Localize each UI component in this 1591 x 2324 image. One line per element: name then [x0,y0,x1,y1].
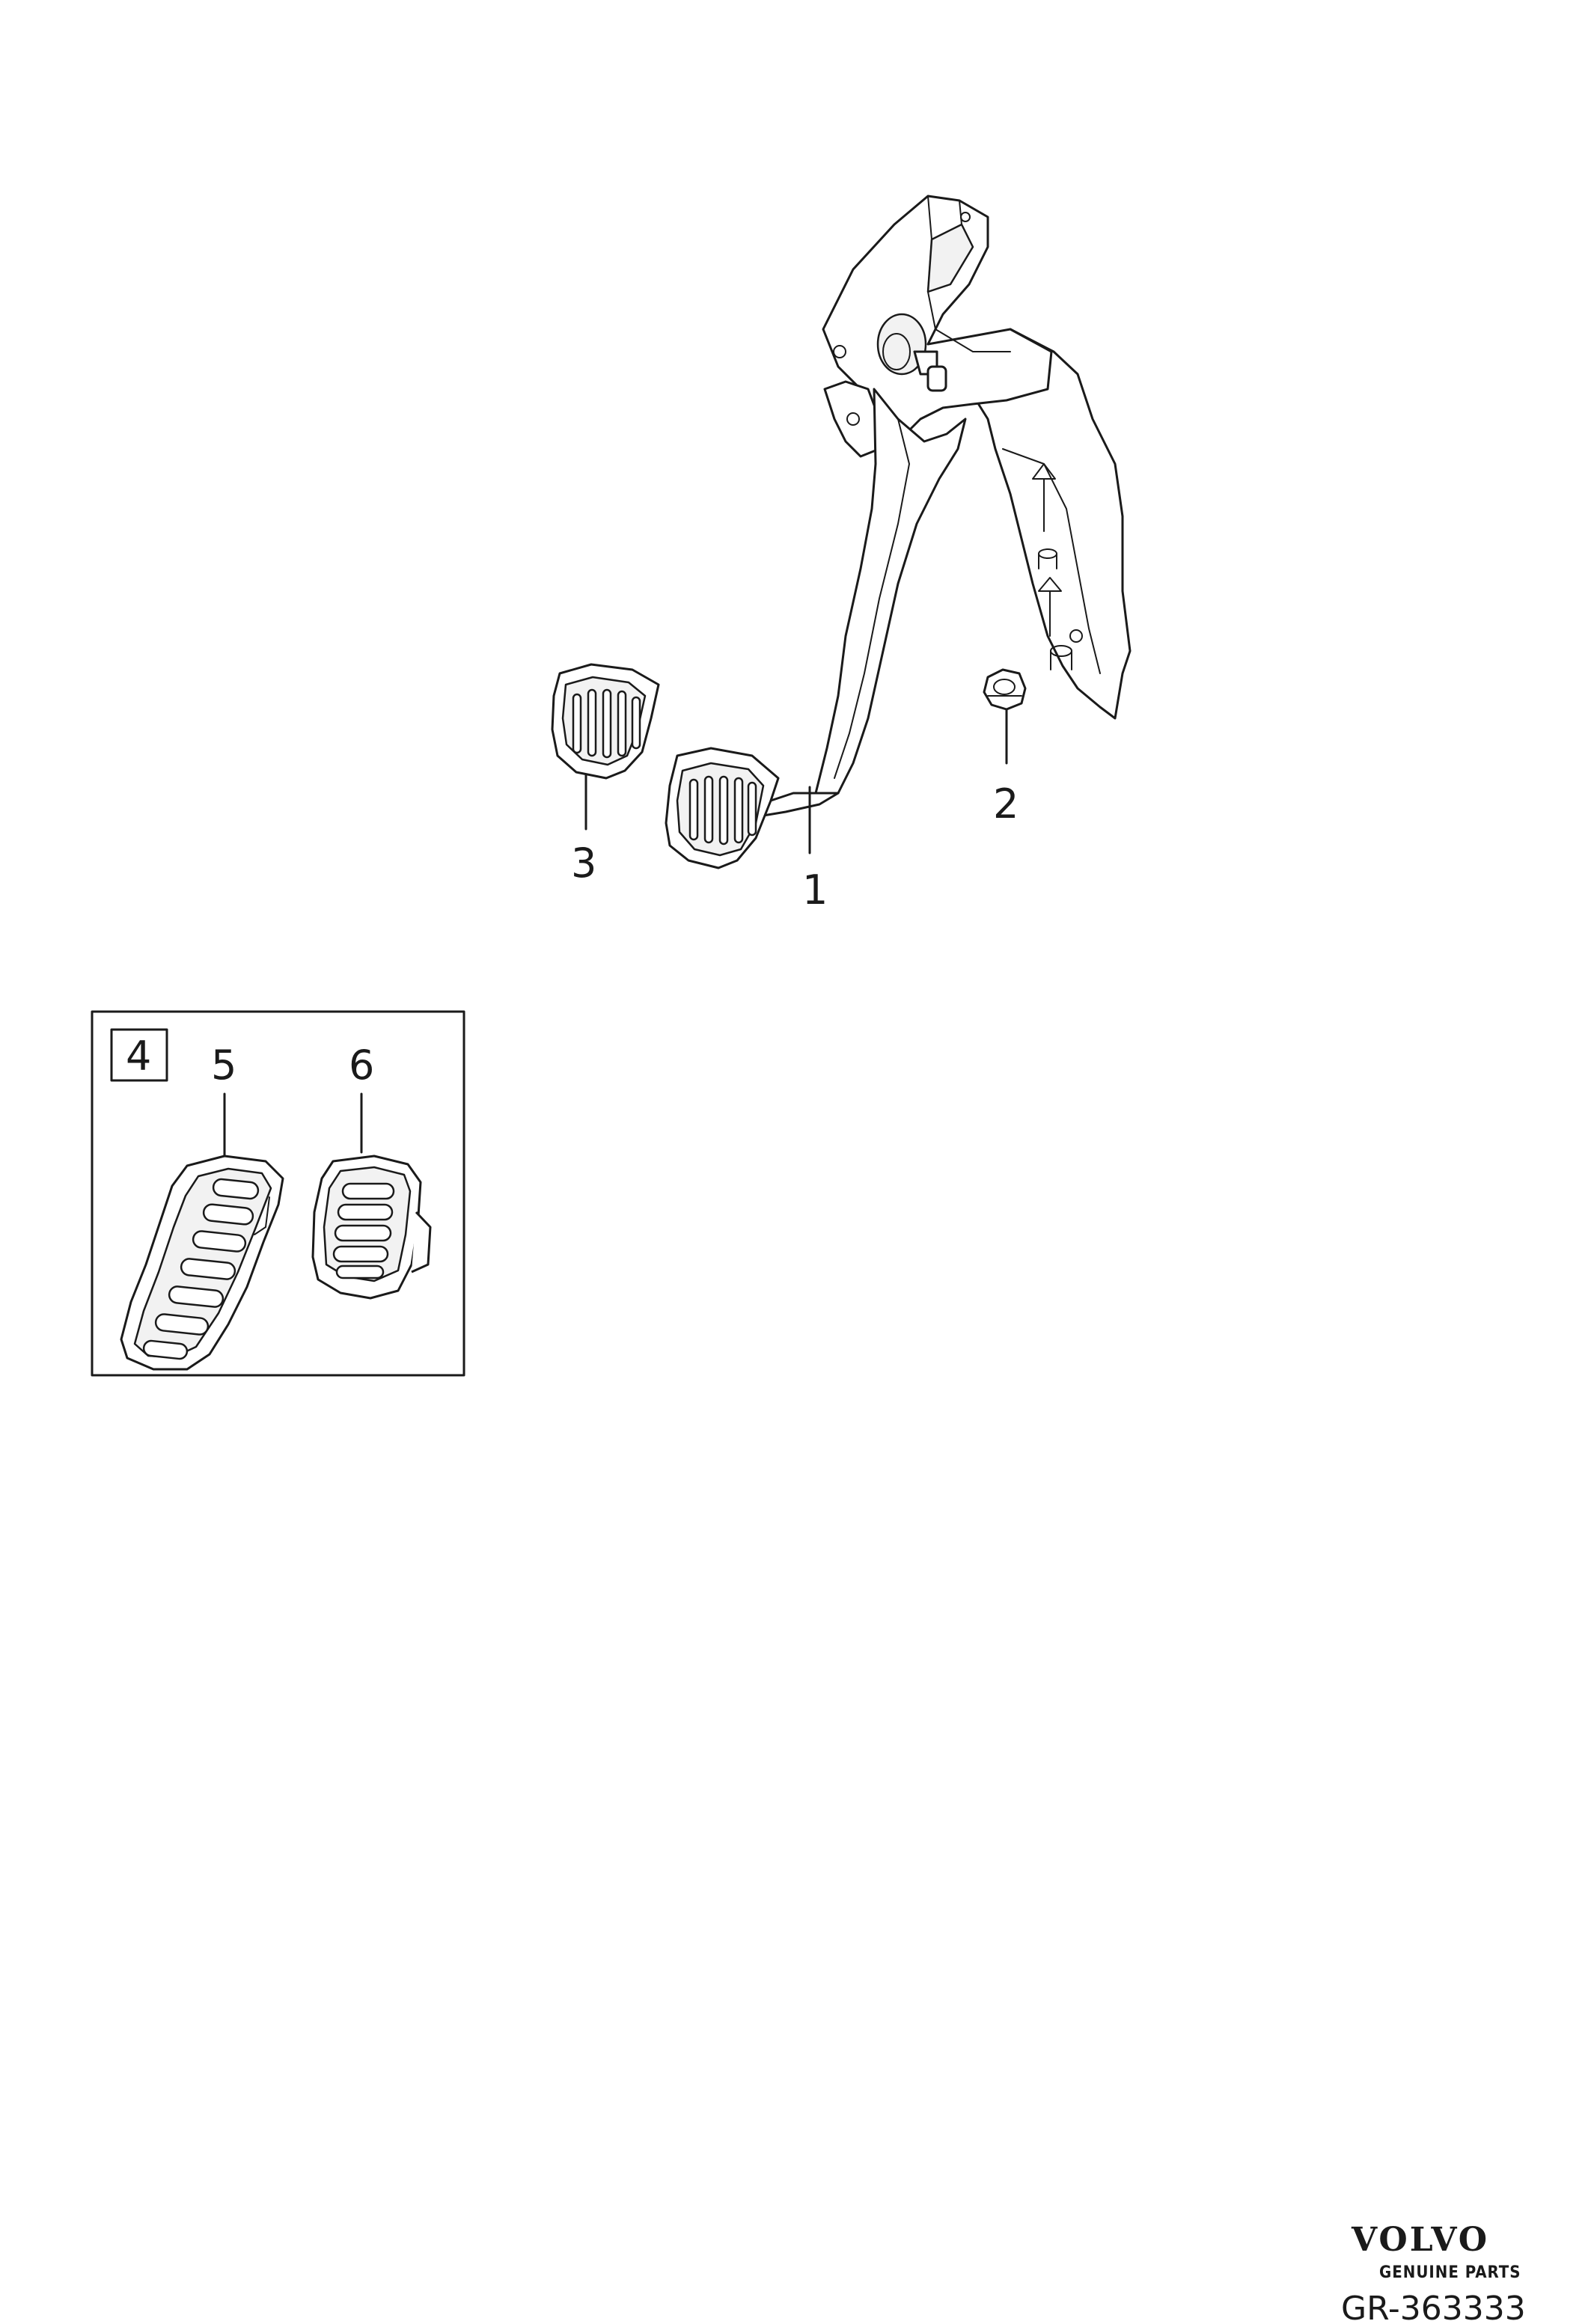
callout-1: 1 [802,866,828,914]
pedal-arm-lower [762,792,840,817]
flange-nut [983,668,1027,711]
callout-4: 4 [126,1033,151,1080]
genuine-parts-tagline: GENUINE PARTS [1379,2263,1521,2282]
volvo-logo: VOLVO [1351,2221,1489,2259]
pedal-bracket-flange [968,328,1132,720]
diagram-reference-code: GR-363333 [1341,2290,1526,2324]
callout-5: 5 [211,1042,236,1089]
small-pedal-pad [311,1155,432,1300]
callout-2: 2 [993,780,1019,828]
pedal-assembly [665,195,1132,869]
callout-6: 6 [349,1042,374,1089]
pedal-pad-main [665,747,780,869]
pivot-bushing [876,313,927,376]
pedal-pad-loose [551,663,660,780]
callout-3: 3 [571,840,596,887]
pedal-arm [814,388,967,795]
kit-number-frame [110,1028,168,1082]
volvo-branding: VOLVO GENUINE PARTS GR-363333 [1341,2221,1526,2324]
kit-box: 4 5 6 [91,1010,465,1377]
accelerator-pedal-pad [120,1155,284,1371]
